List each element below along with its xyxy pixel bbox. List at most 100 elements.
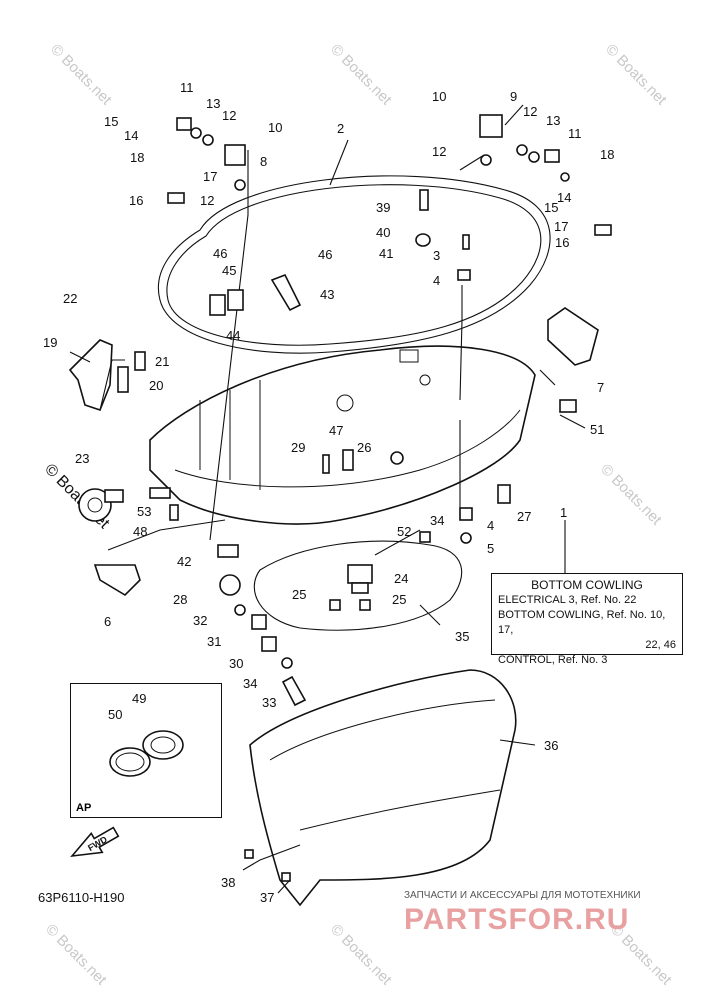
part-label: 19 (43, 335, 57, 350)
legend-line: ELECTRICAL 3, Ref. No. 22 (498, 594, 637, 606)
part-label: 39 (376, 200, 390, 215)
part-label: 11 (180, 80, 194, 95)
part-label: 37 (260, 890, 274, 905)
part-label: 40 (376, 225, 390, 240)
part-label: 36 (544, 738, 558, 753)
leader-lines (69, 104, 586, 894)
part-label: 4 (433, 273, 440, 288)
bottom-cowling-body (149, 345, 536, 525)
part-label: 9 (510, 89, 517, 104)
part-label: 25 (392, 592, 406, 607)
part-label: 25 (292, 587, 306, 602)
part-label: 3 (433, 248, 440, 263)
gasket-35 (253, 540, 463, 631)
part-label: 41 (379, 246, 393, 261)
part-label: 33 (262, 695, 276, 710)
part-label: 2 (337, 121, 344, 136)
part-label: 5 (487, 541, 494, 556)
part-label: 14 (557, 190, 571, 205)
watermark-text: © Boats.net (597, 461, 665, 529)
part-label: 34 (430, 513, 444, 528)
part-label: 45 (222, 263, 236, 278)
part-label: 43 (320, 287, 334, 302)
gasket-seal (157, 175, 551, 354)
part-label: 15 (104, 114, 118, 129)
part-label: 53 (137, 504, 151, 519)
part-labels: 1 2 3 4 4 5 6 7 8 9 10 10 11 11 12 12 12… (43, 80, 614, 905)
part-label: 16 (129, 193, 143, 208)
part-label: 30 (229, 656, 243, 671)
watermark-text: © Boats.net (327, 41, 395, 109)
part-label: 22 (63, 291, 77, 306)
watermark-text: © Boats.net (42, 921, 110, 988)
part-label: 20 (149, 378, 163, 393)
part-label: 10 (432, 89, 446, 104)
part-label: 1 (560, 505, 567, 520)
part-label: 17 (554, 219, 568, 234)
part-label: 4 (487, 518, 494, 533)
part-label: 47 (329, 423, 343, 438)
legend-box: BOTTOM COWLING ELECTRICAL 3, Ref. No. 22… (491, 573, 683, 666)
part-label: 52 (397, 524, 411, 539)
grommet-24 (347, 564, 373, 594)
watermark-text: © Boats.net (602, 41, 670, 109)
part-label: 10 (268, 120, 282, 135)
watermark-text: © Boats.net (327, 921, 395, 988)
part-label: 18 (600, 147, 614, 162)
part-label: 21 (155, 354, 169, 369)
part-label: 16 (555, 235, 569, 250)
part-label: 27 (517, 509, 531, 524)
part-label: 51 (590, 422, 604, 437)
part-label: 38 (221, 875, 235, 890)
part-label: 18 (130, 150, 144, 165)
part-label: 8 (260, 154, 267, 169)
fwd-arrow-icon: FWD (70, 826, 120, 858)
watermark-text: © Boats.net (47, 41, 115, 109)
part-label: 11 (568, 126, 582, 141)
lower-apron (249, 669, 517, 907)
part-label: 26 (357, 440, 371, 455)
part-label: 32 (193, 613, 207, 628)
legend-line: 22, 46 (645, 639, 676, 651)
legend-line: CONTROL, Ref. No. 3 (498, 654, 608, 666)
part-label: 46 (213, 246, 227, 261)
hardware-parts (117, 114, 612, 882)
bracket-19 (68, 339, 113, 411)
legend-line: BOTTOM COWLING, Ref. No. 10, 17, (498, 609, 666, 636)
part-label: 12 (200, 193, 214, 208)
part-label: 34 (243, 676, 257, 691)
part-label: 7 (597, 380, 604, 395)
inset-label: AP (76, 802, 92, 814)
inset-parts (109, 730, 184, 777)
part-label: 50 (108, 707, 122, 722)
part-label: 48 (133, 524, 147, 539)
part-label: 17 (203, 169, 217, 184)
part-label: 46 (318, 247, 332, 262)
part-label: 44 (226, 328, 240, 343)
cover-6 (93, 564, 141, 597)
shop-logo[interactable]: PARTSFOR.RU (404, 903, 630, 936)
shop-tagline: ЗАПЧАСТИ И АКСЕССУАРЫ ДЛЯ МОТОТЕХНИКИ (404, 890, 641, 901)
bracket-7 (547, 307, 599, 366)
part-label: 13 (546, 113, 560, 128)
inset-box: AP (70, 683, 222, 818)
diagram-code: 63P6110-H190 (38, 890, 125, 905)
part-label: 29 (291, 440, 305, 455)
part-label: 12 (222, 108, 236, 123)
part-label: 24 (394, 571, 408, 586)
part-label: 31 (207, 634, 221, 649)
part-label: 28 (173, 592, 187, 607)
part-label: 49 (132, 691, 146, 706)
part-label: 15 (544, 200, 558, 215)
part-label: 6 (104, 614, 111, 629)
part-label: 23 (75, 451, 89, 466)
part-label: 12 (523, 104, 537, 119)
legend-title: BOTTOM COWLING (531, 578, 643, 592)
hose-fitting-23 (78, 488, 124, 522)
part-label: 12 (432, 144, 446, 159)
part-label: 13 (206, 96, 220, 111)
part-label: 14 (124, 128, 138, 143)
part-label: 35 (455, 629, 469, 644)
part-label: 42 (177, 554, 191, 569)
